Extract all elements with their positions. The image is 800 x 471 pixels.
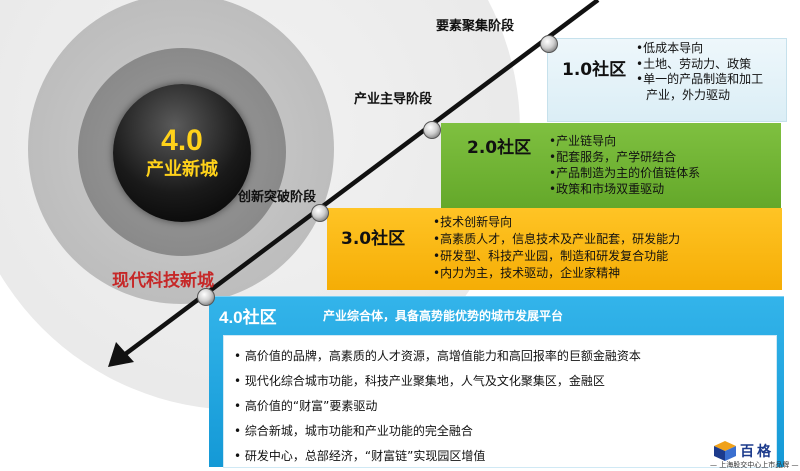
community-1-box: 1.0社区 •低成本导向 •土地、劳动力、政策 •单一的产品制造和加工 产业，外… bbox=[547, 38, 787, 122]
logo-name: 百格 bbox=[740, 444, 774, 460]
community-3-list: •技术创新导向 •高素质人才，信息技术及产业配套，研发能力 •研发型、科技产业园… bbox=[433, 214, 680, 282]
community-4-content-panel: • 高价值的品牌，高素质的人才资源，高增值能力和高回报率的巨额金融资本 • 现代… bbox=[223, 335, 777, 468]
list-item: •研发型、科技产业园，制造和研发复合功能 bbox=[433, 249, 669, 263]
stage-node-2 bbox=[423, 121, 441, 139]
core-number: 4.0 bbox=[161, 124, 203, 157]
community-1-list: •低成本导向 •土地、劳动力、政策 •单一的产品制造和加工 产业，外力驱动 bbox=[636, 41, 763, 103]
stage-node-1 bbox=[540, 35, 558, 53]
list-item: •技术创新导向 bbox=[433, 215, 513, 229]
list-item: •产业链导向 bbox=[549, 134, 617, 148]
list-item: •内力为主，技术驱动，企业家精神 bbox=[433, 266, 621, 280]
community-4-box: 4.0社区 产业综合体，具备高势能优势的城市发展平台 • 高价值的品牌，高素质的… bbox=[209, 296, 784, 468]
list-item: •单一的产品制造和加工 bbox=[636, 72, 764, 86]
community-4-list: • 高价值的品牌，高素质的人才资源，高增值能力和高回报率的巨额金融资本 • 现代… bbox=[234, 344, 641, 469]
cube-logo-icon bbox=[714, 441, 736, 461]
community-2-title: 2.0社区 bbox=[467, 138, 532, 158]
stage-label-1: 要素聚集阶段 bbox=[436, 19, 515, 34]
core-label: 产业新城 bbox=[146, 159, 218, 180]
stage-label-3: 创新突破阶段 bbox=[238, 190, 317, 205]
list-item: •低成本导向 bbox=[636, 41, 704, 55]
logo: 百格 — 上海股交中心上市品牌 — bbox=[710, 440, 800, 471]
endpoint-label: 现代科技新城 bbox=[112, 271, 214, 291]
arrowhead-icon bbox=[108, 342, 134, 367]
list-item: •土地、劳动力、政策 bbox=[636, 56, 752, 71]
list-item: • 综合新城，城市功能和产业功能的完全融合 bbox=[234, 424, 473, 438]
list-item: •产品制造为主的价值链体系 bbox=[549, 166, 701, 180]
community-3-title: 3.0社区 bbox=[341, 229, 406, 249]
stage-label-2: 产业主导阶段 bbox=[354, 92, 433, 107]
stage-node-4 bbox=[197, 288, 215, 306]
list-item: • 研发中心，总部经济，“财富链”实现园区增值 bbox=[234, 449, 486, 463]
list-item: • 高价值的“财富”要素驱动 bbox=[234, 399, 378, 413]
list-item: •政策和市场双重驱动 bbox=[549, 182, 665, 196]
community-4-title: 4.0社区 bbox=[219, 308, 277, 327]
list-item: •高素质人才，信息技术及产业配套，研发能力 bbox=[433, 232, 681, 246]
core-circle: 4.0 产业新城 bbox=[113, 84, 251, 222]
community-3-box: 3.0社区 •技术创新导向 •高素质人才，信息技术及产业配套，研发能力 •研发型… bbox=[327, 208, 782, 290]
list-item: •配套服务，产学研结合 bbox=[549, 150, 677, 164]
stage-node-3 bbox=[311, 204, 329, 222]
community-2-box: 2.0社区 •产业链导向 •配套服务，产学研结合 •产品制造为主的价值链体系 •… bbox=[441, 123, 781, 208]
community-2-list: •产业链导向 •配套服务，产学研结合 •产品制造为主的价值链体系 •政策和市场双… bbox=[549, 133, 700, 197]
logo-tagline: — 上海股交中心上市品牌 — bbox=[710, 461, 799, 469]
list-item: • 高价值的品牌，高素质的人才资源，高增值能力和高回报率的巨额金融资本 bbox=[234, 349, 641, 363]
list-item: • 现代化综合城市功能，科技产业聚集地，人气及文化聚集区，金融区 bbox=[234, 374, 605, 388]
community-4-subtitle: 产业综合体，具备高势能优势的城市发展平台 bbox=[323, 309, 564, 323]
list-item: 产业，外力驱动 bbox=[646, 87, 731, 102]
community-1-title: 1.0社区 bbox=[562, 60, 627, 80]
